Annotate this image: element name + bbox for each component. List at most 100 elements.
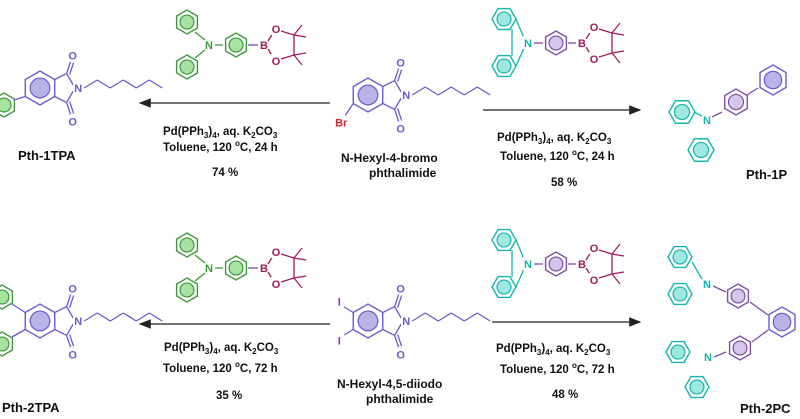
bond: [394, 97, 402, 110]
aromatic-ring-center: [496, 232, 512, 248]
nitrogen-atom: N: [402, 316, 410, 328]
hexyl-chain-bond: [437, 86, 452, 96]
atom-backdrop: [401, 314, 412, 327]
aromatic-ring-center: [496, 58, 512, 74]
aromatic-ring-center: [29, 77, 51, 99]
bond: [54, 305, 67, 314]
bond: [691, 261, 703, 280]
bond: [194, 49, 206, 59]
bond: [713, 351, 727, 358]
aromatic-ring-center: [179, 282, 195, 298]
methyl-bond: [611, 52, 621, 64]
phenyl-ring: [728, 335, 752, 361]
oxygen-atom: O: [590, 275, 599, 287]
bond: [382, 79, 395, 88]
product-pth-2pc: Pth-2PC: [740, 401, 791, 416]
bond: [693, 111, 703, 117]
aromatic-ring-center: [732, 340, 748, 356]
hexyl-chain-bond: [135, 79, 150, 89]
bond: [13, 95, 26, 101]
bond: [69, 334, 75, 347]
aromatic-ring-center: [179, 59, 195, 75]
methyl-bond: [611, 50, 625, 54]
phenyl-ring: [175, 232, 199, 258]
atom-backdrop: [67, 281, 78, 295]
hexyl-chain-bond: [122, 312, 137, 322]
hexyl-chain-bond: [122, 79, 137, 89]
methyl-bond: [611, 32, 625, 36]
hexyl-chain-bond: [109, 312, 124, 322]
bottom-right-yield: 48 %: [552, 389, 578, 401]
bond: [66, 73, 74, 86]
carbazole-ring: [667, 245, 693, 269]
top-left-yield: 74 %: [212, 167, 238, 179]
bond: [515, 239, 525, 260]
bond: [342, 305, 354, 314]
hexyl-chain-bond: [476, 86, 491, 96]
carbazole-ring: [491, 275, 517, 299]
methyl-bond: [293, 24, 303, 36]
carbazole-ring: [665, 340, 691, 364]
aromatic-ring-center: [179, 14, 195, 30]
hexyl-chain-bond: [83, 79, 98, 89]
bond: [54, 72, 67, 81]
bond: [66, 102, 72, 115]
atom-backdrop: [259, 38, 269, 51]
boron-atom: B: [260, 263, 268, 275]
bond: [66, 323, 74, 336]
bond: [394, 335, 400, 348]
bottom-left-solvent-line: Toluene, 120 oC, 72 h: [163, 360, 278, 375]
oxygen-atom: O: [68, 51, 77, 63]
atom-backdrop: [702, 113, 712, 126]
aromatic-ring-center: [772, 312, 792, 332]
bond: [11, 303, 26, 314]
hexyl-chain-bond: [476, 312, 491, 322]
bond: [280, 54, 295, 60]
atom-backdrop: [271, 245, 281, 258]
atom-backdrop: [204, 261, 214, 274]
bottom-right-solvent-line: Toluene, 120 oC, 72 h: [500, 361, 615, 376]
phenyl-ring: [544, 251, 568, 277]
aromatic-ring-center: [672, 286, 688, 302]
oxygen-atom: O: [396, 123, 405, 135]
methyl-bond: [293, 275, 307, 279]
hexyl-chain-bond: [148, 79, 163, 89]
top-right-solvent-line: Toluene, 120 oC, 24 h: [500, 148, 615, 163]
aromatic-ring-center: [0, 97, 12, 113]
aromatic-ring-center: [228, 37, 244, 53]
product-pth-1p: Pth-1P: [746, 167, 788, 182]
iodine-atom: I: [338, 297, 341, 309]
bond: [342, 328, 354, 337]
atom-backdrop: [271, 54, 281, 67]
nitrogen-atom: N: [524, 259, 532, 271]
bond: [598, 28, 613, 34]
bond: [394, 80, 402, 93]
aromatic-ring-center: [357, 84, 379, 106]
oxygen-atom: O: [396, 284, 405, 296]
hexyl-chain-bond: [437, 312, 452, 322]
oxygen-atom: O: [396, 58, 405, 70]
product-pth-2tpa: Pth-2TPA: [2, 400, 60, 415]
hexyl-chain-bond: [109, 79, 124, 89]
atom-backdrop: [67, 114, 78, 128]
carbazole-ring: [684, 375, 710, 399]
bond: [69, 295, 75, 308]
boron-atom: B: [260, 40, 268, 52]
atom-backdrop: [577, 36, 587, 49]
hexyl-chain-bond: [411, 86, 426, 96]
bond: [397, 334, 403, 347]
methyl-bond: [293, 247, 303, 259]
bond: [397, 69, 403, 82]
start-material-top-line2: phthalimide: [369, 166, 437, 180]
bond: [194, 31, 206, 41]
atom-backdrop: [73, 314, 84, 327]
aromatic-ring-center: [548, 256, 564, 272]
nitrogen-atom: N: [703, 279, 711, 291]
aromatic-ring-center: [496, 11, 512, 27]
bond: [394, 68, 400, 81]
carbazole-ring: [668, 100, 696, 124]
bond: [397, 295, 403, 308]
